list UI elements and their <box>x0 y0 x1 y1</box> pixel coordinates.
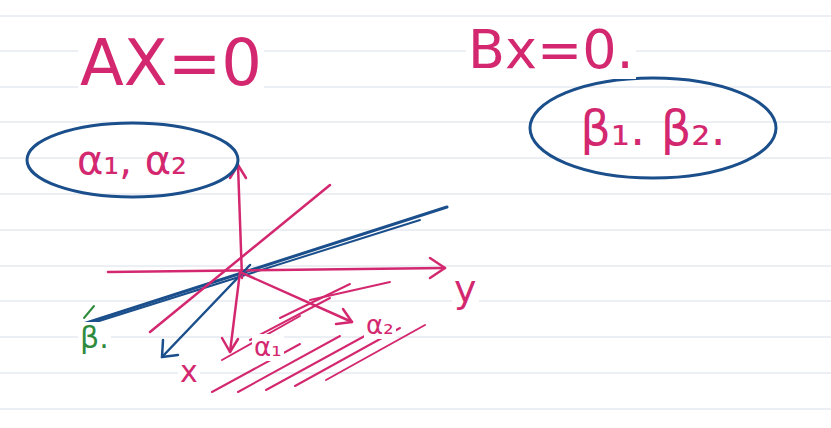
sketch-label: α₂ <box>364 312 396 339</box>
green-stroke <box>84 306 94 318</box>
sketch-label: α₁ <box>252 334 284 361</box>
plane-line <box>80 207 447 325</box>
notebook-rules <box>0 16 831 409</box>
vectors <box>222 272 352 352</box>
hatching <box>212 282 425 392</box>
ellipse-node: α₁, α₂ <box>25 121 240 199</box>
sketch-label: Bx=0. <box>466 22 636 79</box>
set-text: β₁. β₂. <box>580 102 726 155</box>
sketch-label: AX=0 <box>78 30 264 97</box>
axes <box>108 165 445 357</box>
ellipse-node: β₁. β₂. <box>528 76 778 180</box>
ellipse-outline <box>27 123 238 197</box>
sketch-label: y <box>452 270 479 310</box>
sketch-label: β. <box>78 322 111 354</box>
sketch-label: x <box>178 356 200 388</box>
set-text: α₁, α₂ <box>77 138 187 182</box>
ellipse-outline <box>530 78 776 178</box>
